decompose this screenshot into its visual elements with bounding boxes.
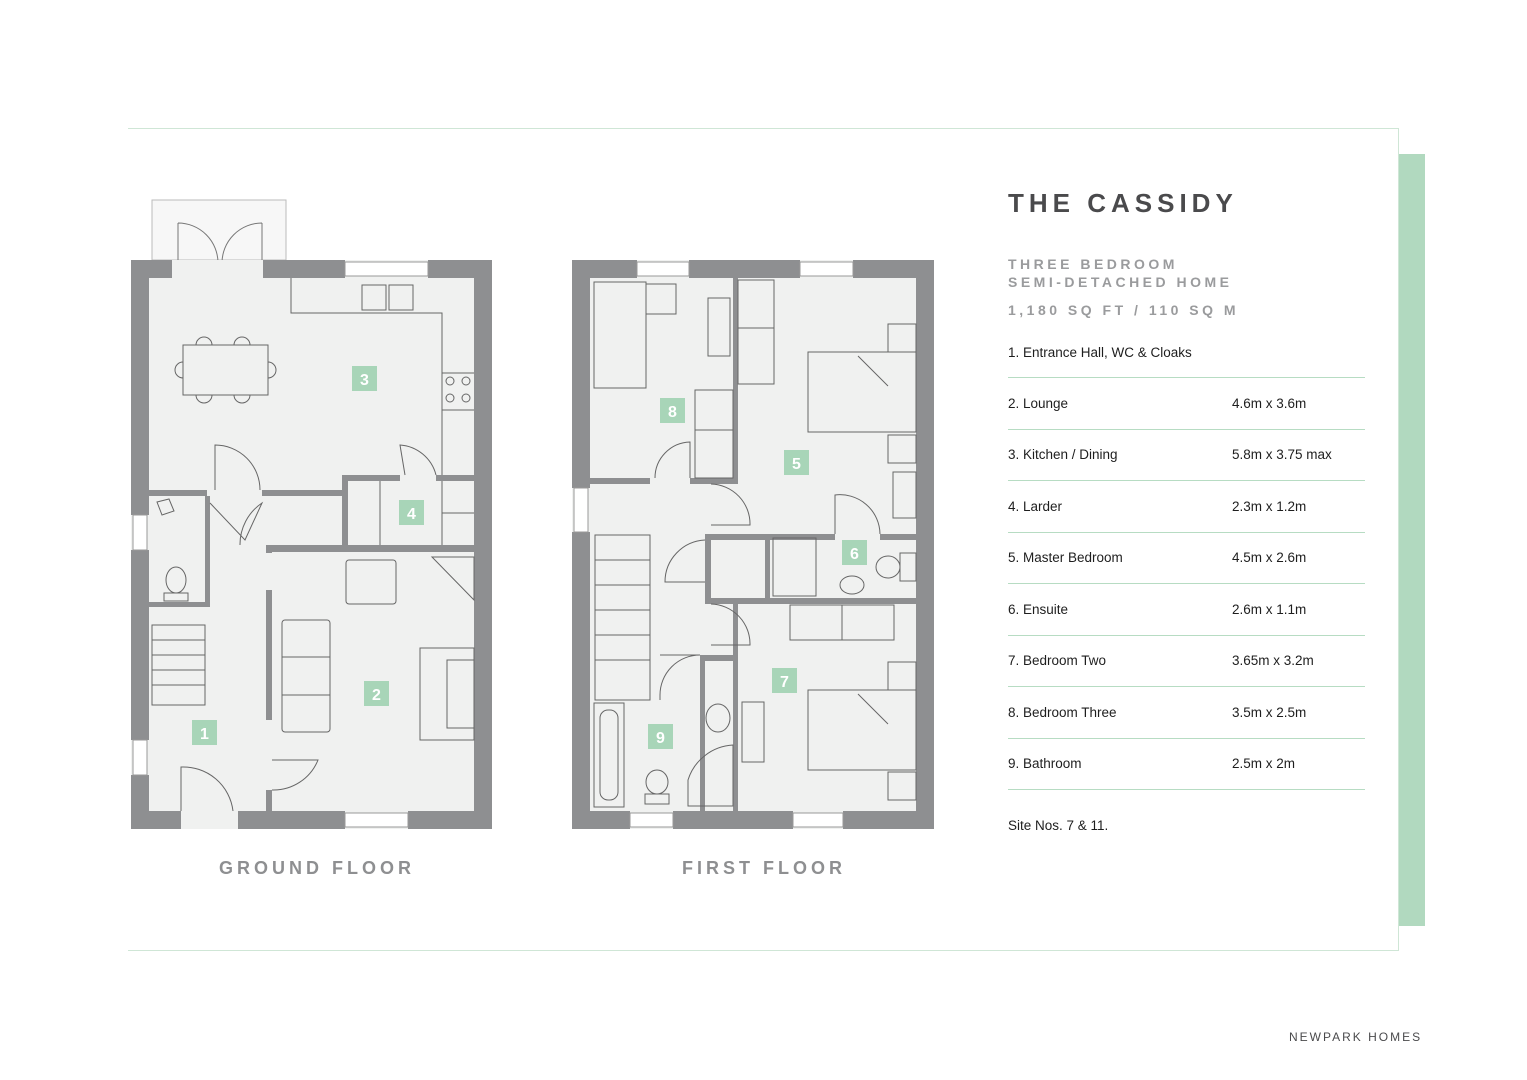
site-numbers: Site Nos. 7 & 11. bbox=[1008, 818, 1109, 833]
room-schedule: 1. Entrance Hall, WC & Cloaks 2. Lounge 4… bbox=[1008, 338, 1365, 790]
room-name: 2. Lounge bbox=[1008, 395, 1069, 411]
area-text: 1,180 SQ FT / 110 SQ M bbox=[1008, 302, 1240, 318]
frame-top-line bbox=[128, 128, 1399, 129]
svg-text:8: 8 bbox=[668, 404, 677, 421]
subtitle-line-2: SEMI-DETACHED HOME bbox=[1008, 274, 1233, 290]
room-row: 1. Entrance Hall, WC & Cloaks bbox=[1008, 338, 1365, 378]
subtitle-line-1: THREE BEDROOM bbox=[1008, 256, 1178, 272]
room-badge-5: 5 bbox=[784, 450, 809, 475]
room-name: 7. Bedroom Two bbox=[1008, 653, 1107, 669]
windows bbox=[573, 261, 854, 828]
svg-text:6: 6 bbox=[850, 546, 859, 563]
room-name: 8. Bedroom Three bbox=[1008, 704, 1117, 720]
room-row: 4. Larder 2.3m x 1.2m bbox=[1008, 481, 1365, 533]
room-name: 5. Master Bedroom bbox=[1008, 550, 1123, 566]
svg-text:5: 5 bbox=[792, 456, 801, 473]
svg-text:1: 1 bbox=[200, 726, 209, 743]
room-badge-4: 4 bbox=[399, 500, 424, 525]
windows bbox=[132, 261, 429, 828]
walls bbox=[572, 260, 934, 829]
room-badge-9: 9 bbox=[648, 724, 673, 749]
room-name: 6. Ensuite bbox=[1008, 601, 1069, 617]
page-title: THE CASSIDY bbox=[1008, 188, 1238, 218]
room-size: 3.65m x 3.2m bbox=[1232, 653, 1314, 669]
room-size: 3.5m x 2.5m bbox=[1232, 704, 1307, 720]
first-floor-plan bbox=[572, 260, 934, 829]
room-badge-1: 1 bbox=[192, 720, 217, 745]
svg-text:7: 7 bbox=[780, 674, 789, 691]
walls bbox=[131, 260, 492, 829]
room-size: 2.3m x 1.2m bbox=[1232, 498, 1307, 514]
room-badge-8: 8 bbox=[660, 398, 685, 423]
room-name: 1. Entrance Hall, WC & Cloaks bbox=[1008, 345, 1192, 360]
room-row: 7. Bedroom Two 3.65m x 3.2m bbox=[1008, 636, 1365, 687]
svg-text:3: 3 bbox=[360, 372, 369, 389]
accent-bar bbox=[1399, 154, 1425, 926]
room-row: 8. Bedroom Three 3.5m x 2.5m bbox=[1008, 687, 1365, 739]
room-row: 6. Ensuite 2.6m x 1.1m bbox=[1008, 584, 1365, 636]
frame-right-line bbox=[1398, 128, 1399, 951]
room-number-badges: 1 2 3 4 5 6 7 8 9 bbox=[192, 366, 867, 749]
first-floor-label: FIRST FLOOR bbox=[682, 858, 846, 878]
room-size: 2.5m x 2m bbox=[1232, 756, 1296, 772]
svg-text:4: 4 bbox=[407, 506, 416, 523]
room-badge-2: 2 bbox=[364, 681, 389, 706]
ground-floor-label: GROUND FLOOR bbox=[219, 858, 415, 878]
fixtures bbox=[151, 278, 475, 812]
room-badge-7: 7 bbox=[772, 668, 797, 693]
room-size: 5.8m x 3.75 max bbox=[1232, 447, 1332, 463]
room-size: 4.5m x 2.6m bbox=[1232, 550, 1307, 566]
room-badge-6: 6 bbox=[842, 540, 867, 565]
brand-name: NEWPARK HOMES bbox=[1289, 1030, 1423, 1044]
french-doors-icon bbox=[177, 222, 263, 264]
room-row: 2. Lounge 4.6m x 3.6m bbox=[1008, 378, 1365, 430]
ground-floor-plan bbox=[131, 199, 492, 829]
fixtures bbox=[593, 279, 917, 808]
room-row: 3. Kitchen / Dining 5.8m x 3.75 max bbox=[1008, 430, 1365, 481]
room-name: 9. Bathroom bbox=[1008, 756, 1082, 772]
svg-text:9: 9 bbox=[656, 730, 665, 747]
room-size: 2.6m x 1.1m bbox=[1232, 601, 1307, 617]
frame-bottom-line bbox=[128, 950, 1399, 951]
svg-text:2: 2 bbox=[372, 687, 381, 704]
room-name: 4. Larder bbox=[1008, 498, 1063, 514]
room-row: 5. Master Bedroom 4.5m x 2.6m bbox=[1008, 533, 1365, 584]
room-row: 9. Bathroom 2.5m x 2m bbox=[1008, 739, 1365, 790]
room-badge-3: 3 bbox=[352, 366, 377, 391]
room-size: 4.6m x 3.6m bbox=[1232, 395, 1307, 411]
room-name: 3. Kitchen / Dining bbox=[1008, 447, 1118, 463]
